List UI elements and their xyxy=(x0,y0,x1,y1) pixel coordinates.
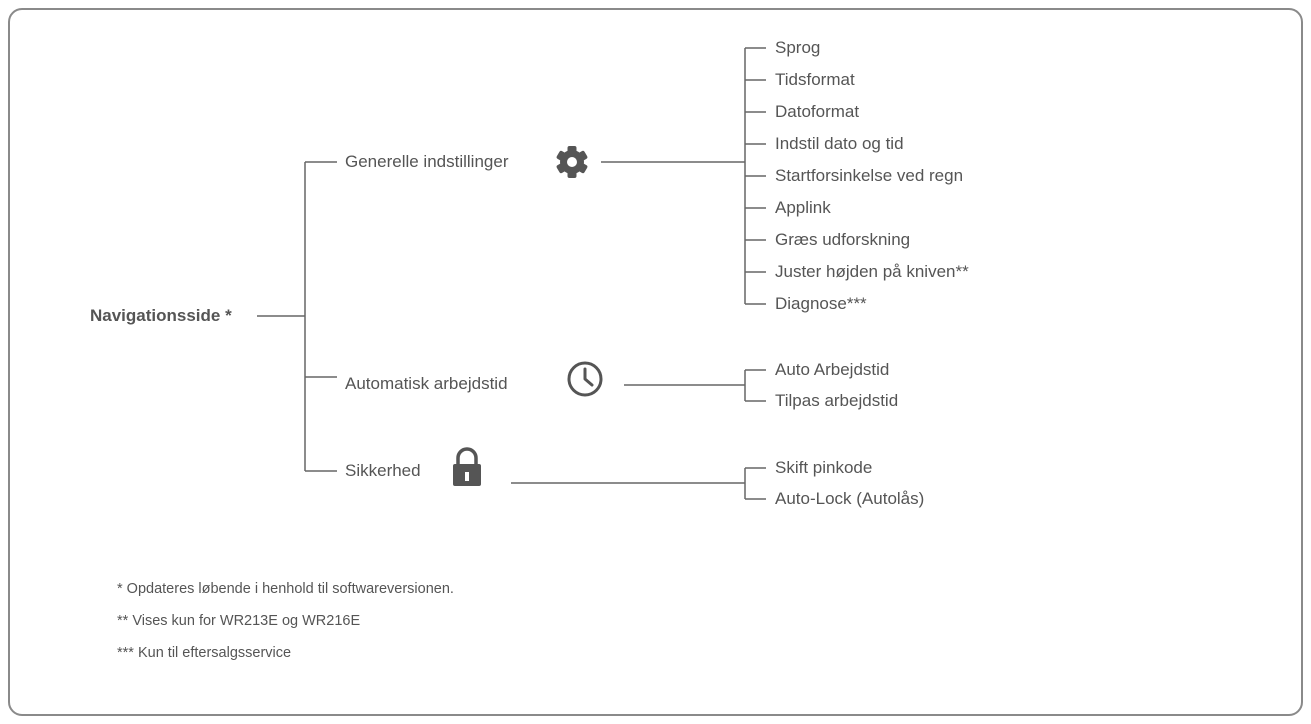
clock-icon xyxy=(567,361,603,397)
list-item: Juster højden på kniven** xyxy=(775,262,969,281)
list-item: Datoformat xyxy=(775,102,860,121)
list-item: Diagnose*** xyxy=(775,294,867,313)
list-item: Sprog xyxy=(775,38,821,57)
branch-label-auto-work-time: Automatisk arbejdstid xyxy=(345,374,508,393)
footnote: * Opdateres løbende i henhold til softwa… xyxy=(117,581,454,597)
branch-label-security: Sikkerhed xyxy=(345,461,421,480)
list-item: Skift pinkode xyxy=(775,458,873,477)
list-item: Auto-Lock (Autolås) xyxy=(775,489,925,508)
root-node-label: Navigationsside * xyxy=(90,306,232,325)
lock-icon xyxy=(453,447,481,486)
footnote: ** Vises kun for WR213E og WR216E xyxy=(117,613,361,629)
gear-icon xyxy=(556,146,588,178)
list-item: Applink xyxy=(775,198,831,217)
list-item: Indstil dato og tid xyxy=(775,134,904,153)
list-item: Auto Arbejdstid xyxy=(775,360,890,379)
footnote: *** Kun til eftersalgsservice xyxy=(117,645,292,661)
list-item: Startforsinkelse ved regn xyxy=(775,166,964,185)
list-item: Tilpas arbejdstid xyxy=(775,391,899,410)
list-item: Tidsformat xyxy=(775,70,855,89)
branch-label-general-settings: Generelle indstillinger xyxy=(345,152,509,171)
diagram-frame xyxy=(8,8,1303,716)
list-item: Græs udforskning xyxy=(775,230,911,249)
